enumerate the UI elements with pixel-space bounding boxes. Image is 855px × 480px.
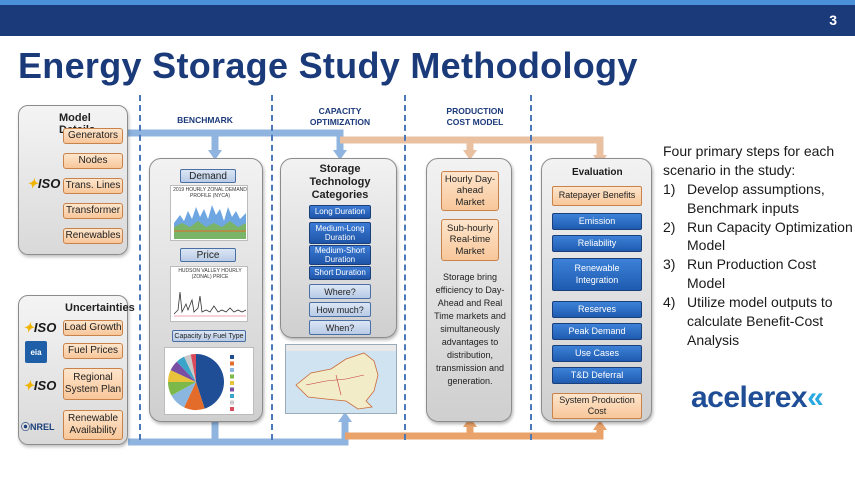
storage-title: Storage Technology Categories bbox=[309, 163, 371, 202]
when-box: When? bbox=[309, 320, 371, 335]
fuel-prices-box: Fuel Prices bbox=[63, 343, 123, 359]
divider-4 bbox=[530, 95, 532, 440]
how-much-box: How much? bbox=[309, 302, 371, 317]
production-panel: Hourly Day-ahead Market Sub-hourly Real-… bbox=[426, 158, 512, 422]
eia-logo: eia bbox=[25, 341, 47, 363]
step-4: 4)Utilize model outputs to calculate Ben… bbox=[663, 294, 833, 348]
subhourly-real-time-box: Sub-hourly Real-time Market bbox=[441, 219, 499, 261]
step-2: 2)Run Capacity Optimization Model bbox=[663, 218, 853, 254]
demand-chart-caption: 2019 HOURLY ZONAL DEMAND PROFILE (NYCA) bbox=[173, 187, 247, 199]
top-orange-arrow bbox=[340, 136, 604, 155]
pie-legend-swatch bbox=[230, 368, 234, 372]
pie-slice bbox=[176, 356, 196, 382]
divider-3 bbox=[404, 95, 406, 440]
peak-demand-box: Peak Demand bbox=[552, 323, 642, 340]
price-box: Price bbox=[180, 248, 236, 262]
system-production-cost-box: System Production Cost bbox=[552, 393, 642, 419]
emission-box: Emission bbox=[552, 213, 642, 230]
generators-box: Generators bbox=[63, 128, 123, 144]
pie-legend-swatch bbox=[230, 400, 234, 405]
nodes-box: Nodes bbox=[63, 153, 123, 169]
uncertainties-panel: Uncertainties ✦ISO Load Growth eia Fuel … bbox=[18, 295, 135, 445]
demand-chart-svg bbox=[174, 205, 246, 239]
where-box: Where? bbox=[309, 284, 371, 299]
production-description: Storage bring efficiency to Day-Ahead an… bbox=[434, 272, 506, 387]
divider-2 bbox=[271, 95, 273, 440]
price-chart: HUDSON VALLEY HOURLY (ZONAL) PRICE bbox=[170, 266, 248, 322]
step-3: 3)Run Production Cost Model bbox=[663, 256, 817, 292]
pie-legend-swatch bbox=[230, 381, 234, 385]
top-bar bbox=[0, 0, 855, 36]
steps-text: Four primary steps for each scenario in … bbox=[663, 142, 853, 350]
transformer-box: Transformer bbox=[63, 203, 123, 219]
pie-legend-swatch bbox=[230, 407, 234, 411]
step-1: 1)Develop assumptions, Benchmark inputs bbox=[663, 180, 825, 216]
model-details-panel: Model Details Generators Nodes ✦ISO Tran… bbox=[18, 105, 128, 255]
regional-system-plan-box: Regional System Plan bbox=[63, 368, 123, 400]
pie-slice bbox=[171, 382, 196, 408]
ratepayer-benefits-box: Ratepayer Benefits bbox=[552, 186, 642, 206]
benchmark-header: BENCHMARK bbox=[177, 115, 233, 125]
pie-legend-swatch bbox=[230, 394, 234, 398]
capacity-header: CAPACITY OPTIMIZATION bbox=[309, 106, 371, 128]
ny-map-svg bbox=[286, 345, 396, 410]
medium-long-duration-box: Medium-Long Duration bbox=[309, 222, 371, 244]
iso-logo: ✦ISO bbox=[27, 176, 61, 191]
reliability-box: Reliability bbox=[552, 235, 642, 252]
top-flow-arrow bbox=[128, 129, 344, 150]
acelerex-logo: acelerex« bbox=[691, 381, 824, 414]
capacity-by-fuel-box: Capacity by Fuel Type bbox=[172, 330, 246, 342]
load-growth-box: Load Growth bbox=[63, 320, 123, 336]
hourly-day-ahead-box: Hourly Day-ahead Market bbox=[441, 171, 499, 211]
pie-slice bbox=[184, 382, 205, 410]
reserves-box: Reserves bbox=[552, 301, 642, 318]
td-deferral-box: T&D Deferral bbox=[552, 367, 642, 384]
pie-legend-swatch bbox=[230, 361, 234, 366]
trans-lines-box: Trans. Lines bbox=[63, 178, 123, 194]
top-bar-accent bbox=[0, 0, 855, 5]
slide-title: Energy Storage Study Methodology bbox=[18, 45, 638, 86]
renewable-integration-box: Renewable Integration bbox=[552, 258, 642, 291]
steps-intro: Four primary steps for each scenario in … bbox=[663, 143, 835, 178]
ny-map-image bbox=[285, 344, 397, 414]
fuel-pie-chart bbox=[164, 347, 254, 415]
pie-legend-swatch bbox=[230, 355, 234, 359]
nrel-logo: ⦿NREL bbox=[21, 422, 55, 432]
chevron-icon: « bbox=[807, 381, 824, 414]
evaluation-panel: Evaluation Ratepayer Benefits Emission R… bbox=[541, 158, 652, 422]
pie-slice bbox=[168, 382, 196, 396]
use-cases-box: Use Cases bbox=[552, 345, 642, 362]
production-header: PRODUCTION COST MODEL bbox=[446, 106, 504, 128]
capacity-panel: Storage Technology Categories Long Durat… bbox=[280, 158, 397, 338]
demand-box: Demand bbox=[180, 169, 236, 183]
long-duration-box: Long Duration bbox=[309, 205, 371, 219]
renewables-box: Renewables bbox=[63, 228, 123, 244]
uncertainties-title: Uncertainties bbox=[65, 302, 135, 314]
demand-chart: 2019 HOURLY ZONAL DEMAND PROFILE (NYCA) bbox=[170, 185, 248, 241]
divider-1 bbox=[139, 95, 141, 440]
renewable-availability-box: Renewable Availability bbox=[63, 410, 123, 440]
bottom-flow-arrow bbox=[128, 422, 349, 446]
pie-chart-svg bbox=[168, 354, 234, 411]
pie-legend-swatch bbox=[230, 387, 234, 392]
bottom-orange-arrow bbox=[345, 428, 604, 440]
pie-legend-swatch bbox=[230, 374, 234, 379]
iso-logo: ✦ISO bbox=[23, 320, 57, 335]
pie-slice bbox=[196, 354, 224, 409]
pie-slice bbox=[184, 354, 196, 382]
pie-slice bbox=[168, 370, 196, 382]
benchmark-panel: Demand 2019 HOURLY ZONAL DEMAND PROFILE … bbox=[149, 158, 263, 422]
slide-number: 3 bbox=[829, 12, 837, 28]
iso-logo: ✦ISO bbox=[23, 378, 57, 393]
price-chart-caption: HUDSON VALLEY HOURLY (ZONAL) PRICE bbox=[178, 268, 242, 280]
medium-short-duration-box: Medium-Short Duration bbox=[309, 245, 371, 265]
pie-slice bbox=[170, 361, 196, 382]
short-duration-box: Short Duration bbox=[309, 266, 371, 280]
pie-slice bbox=[190, 354, 196, 382]
price-chart-svg bbox=[173, 291, 247, 317]
evaluation-title: Evaluation bbox=[572, 167, 623, 178]
